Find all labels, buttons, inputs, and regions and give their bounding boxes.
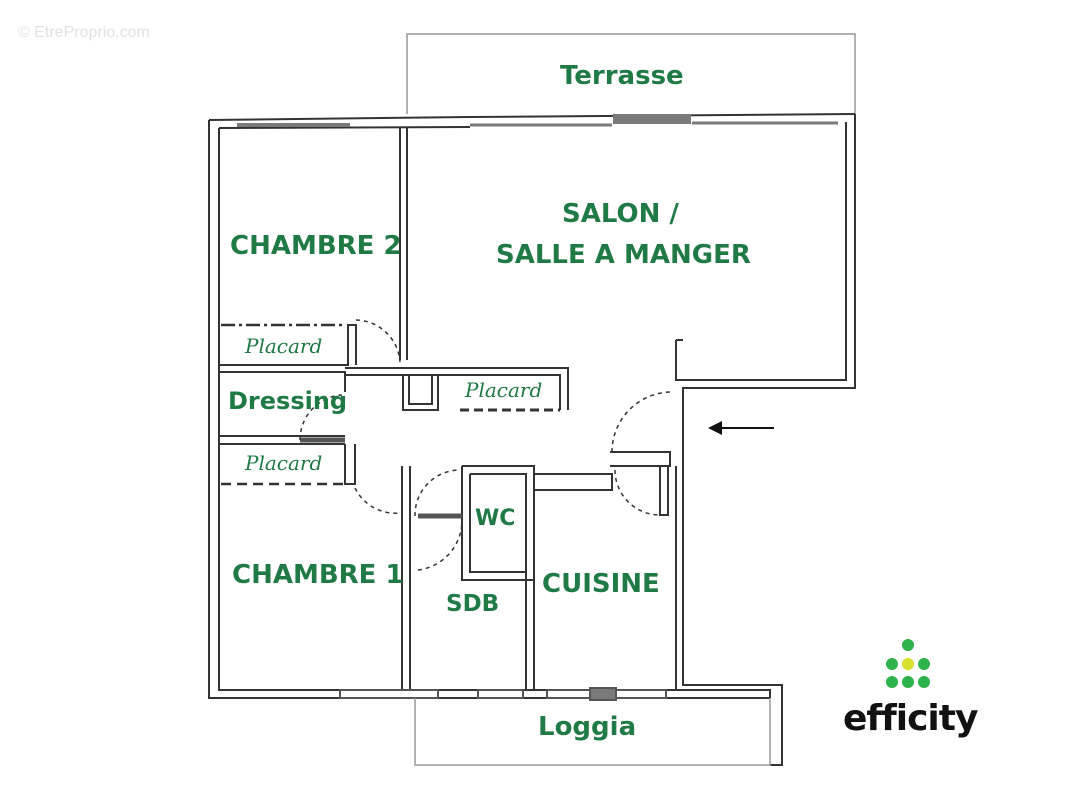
- placard-chambre-2: Placard: [245, 334, 323, 358]
- watermark: © EtreProprio.com: [18, 24, 150, 41]
- loggia-window: [339, 689, 439, 699]
- placard-chambre-1: Placard: [245, 451, 323, 475]
- arrow-left-icon: [708, 421, 722, 435]
- room-chambre-1: CHAMBRE 1: [232, 560, 404, 590]
- room-chambre-2: CHAMBRE 2: [230, 231, 402, 261]
- room-salon-line1: SALON /: [562, 199, 679, 229]
- room-sdb: SDB: [446, 591, 500, 617]
- room-wc: WC: [475, 506, 516, 531]
- room-loggia: Loggia: [538, 712, 637, 742]
- room-terrasse: Terrasse: [560, 61, 684, 91]
- room-cuisine: CUISINE: [542, 569, 660, 599]
- terrasse-door: [613, 114, 691, 124]
- terrasse-outline: [406, 33, 856, 114]
- efficity-logo-text: efficity: [843, 698, 978, 739]
- placard-corridor: Placard: [465, 378, 543, 402]
- efficity-logo-icon: [886, 639, 930, 688]
- salon-right-wall: [682, 114, 856, 766]
- room-salon-line2: SALLE A MANGER: [496, 240, 751, 270]
- loggia-outline: [414, 698, 771, 766]
- room-dressing: Dressing: [228, 387, 348, 415]
